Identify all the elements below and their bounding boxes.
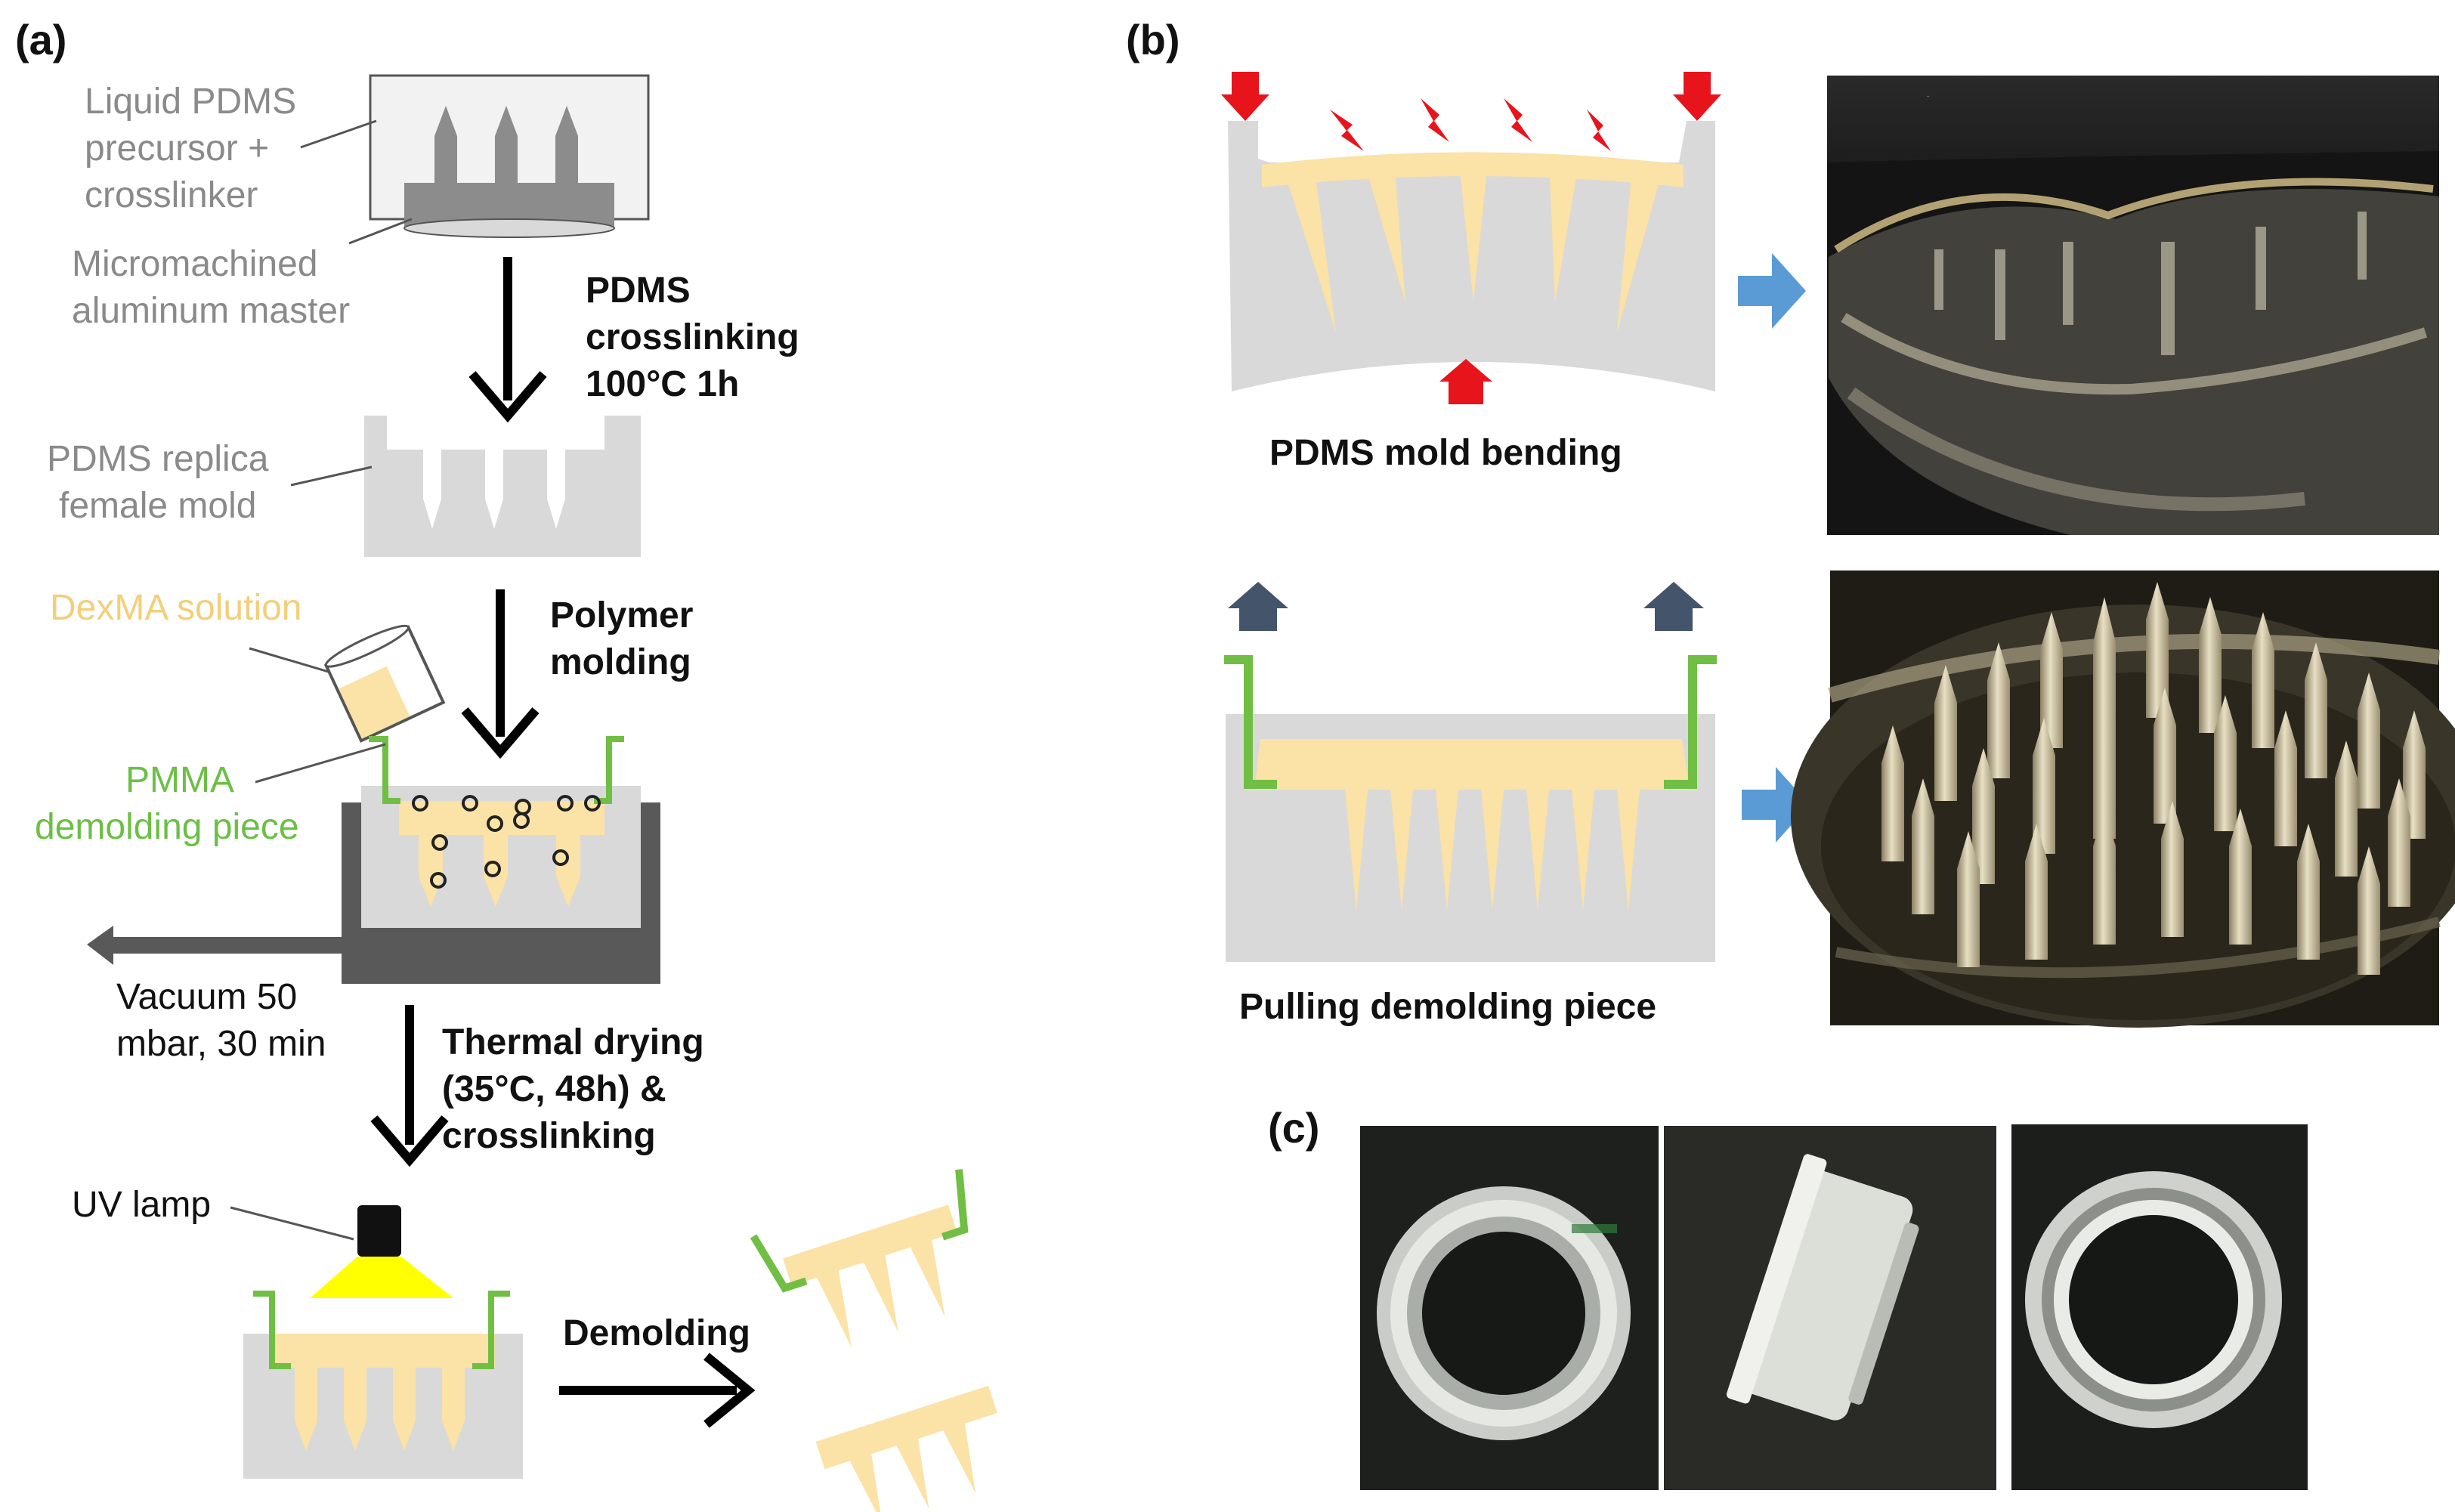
- step-master: Liquid PDMS precursor + crosslinker Micr…: [72, 74, 650, 331]
- photo-ring-top: [1360, 1126, 1659, 1490]
- vacuum-arrow: [87, 926, 342, 965]
- master-pillar: [555, 106, 578, 185]
- crack-icons: [1330, 98, 1611, 151]
- pmma-label-2: demolding piece: [35, 807, 299, 847]
- panel-label-c: (c): [1268, 1104, 1319, 1152]
- red-arrow-down: [1221, 72, 1269, 121]
- uv-lamp-label: UV lamp: [72, 1185, 211, 1225]
- dexma-beaker: DexMA solution: [50, 588, 446, 743]
- process-arrow-1: [468, 257, 547, 423]
- red-arrow-up: [1439, 359, 1492, 404]
- photo-ring-side: [1664, 1126, 1996, 1490]
- vacuum-label-1: Vacuum 50: [116, 977, 297, 1017]
- pulling-diagram: Pulling demolding piece: [1224, 582, 1717, 1027]
- process-arrow-3: [370, 1005, 449, 1167]
- bending-label: PDMS mold bending: [1269, 433, 1622, 473]
- vacuum-label-2: mbar, 30 min: [116, 1024, 326, 1064]
- uv-lamp: [357, 1205, 401, 1257]
- bending-diagram: PDMS mold bending: [1221, 72, 1721, 473]
- step3-label-1: Thermal drying: [442, 1022, 704, 1062]
- uv-light-beam: [310, 1257, 453, 1298]
- aluminum-master-base: [403, 218, 615, 238]
- process-arrow-2: [461, 589, 540, 759]
- navy-arrow-up: [1643, 582, 1704, 631]
- step1-label-1: PDMS: [586, 271, 691, 311]
- demolded-array-2: [815, 1385, 997, 1512]
- pulling-photo: [1791, 570, 2455, 1028]
- liquid-pdms-label-1: Liquid PDMS: [85, 82, 296, 122]
- bending-photo: ·: [1827, 76, 2439, 535]
- demolded-array-1: [750, 1169, 969, 1348]
- step2-label-2: molding: [550, 642, 691, 682]
- vacuum-chamber: PMMA demolding piece Vacuum 50 mbar, 30 …: [35, 736, 660, 1064]
- step1-label-3: 100°C 1h: [586, 364, 739, 404]
- replica-label-2: female mold: [59, 486, 256, 526]
- step3-label-2: (35°C, 48h) &: [442, 1069, 666, 1109]
- replica-label-1: PDMS replica: [47, 439, 269, 479]
- red-arrow-down: [1673, 72, 1721, 121]
- blue-arrow-right: [1738, 253, 1806, 329]
- liquid-pdms-label-2: precursor +: [85, 128, 269, 169]
- photo-ring-bottom: [2011, 1124, 2308, 1490]
- step2-label-1: Polymer: [550, 595, 693, 635]
- svg-text:·: ·: [1927, 92, 1929, 100]
- dexma-label: DexMA solution: [50, 588, 302, 628]
- navy-arrow-up: [1228, 582, 1288, 631]
- leader-line: [290, 465, 373, 487]
- uv-curing: UV lamp: [72, 1185, 523, 1479]
- leader-line: [348, 218, 413, 245]
- panel-label-a: (a): [15, 16, 66, 63]
- leader-line: [230, 1206, 354, 1241]
- master-pillar: [495, 106, 518, 185]
- pulling-label: Pulling demolding piece: [1239, 987, 1656, 1027]
- leader-line: [255, 743, 386, 784]
- panel-label-b: (b): [1126, 16, 1180, 63]
- liquid-pdms-label-3: crosslinker: [85, 175, 258, 215]
- pdms-replica-mold: PDMS replica female mold: [47, 416, 641, 557]
- step1-label-2: crosslinking: [586, 317, 799, 357]
- leader-line: [300, 119, 377, 149]
- demolding-label: Demolding: [563, 1313, 750, 1353]
- master-label-1: Micromachined: [72, 244, 317, 284]
- pmma-label-1: PMMA: [125, 760, 234, 800]
- master-pillar: [434, 106, 457, 185]
- master-label-2: aluminum master: [72, 291, 350, 331]
- demolding-arrow: [559, 1353, 756, 1428]
- step3-label-3: crosslinking: [442, 1116, 656, 1156]
